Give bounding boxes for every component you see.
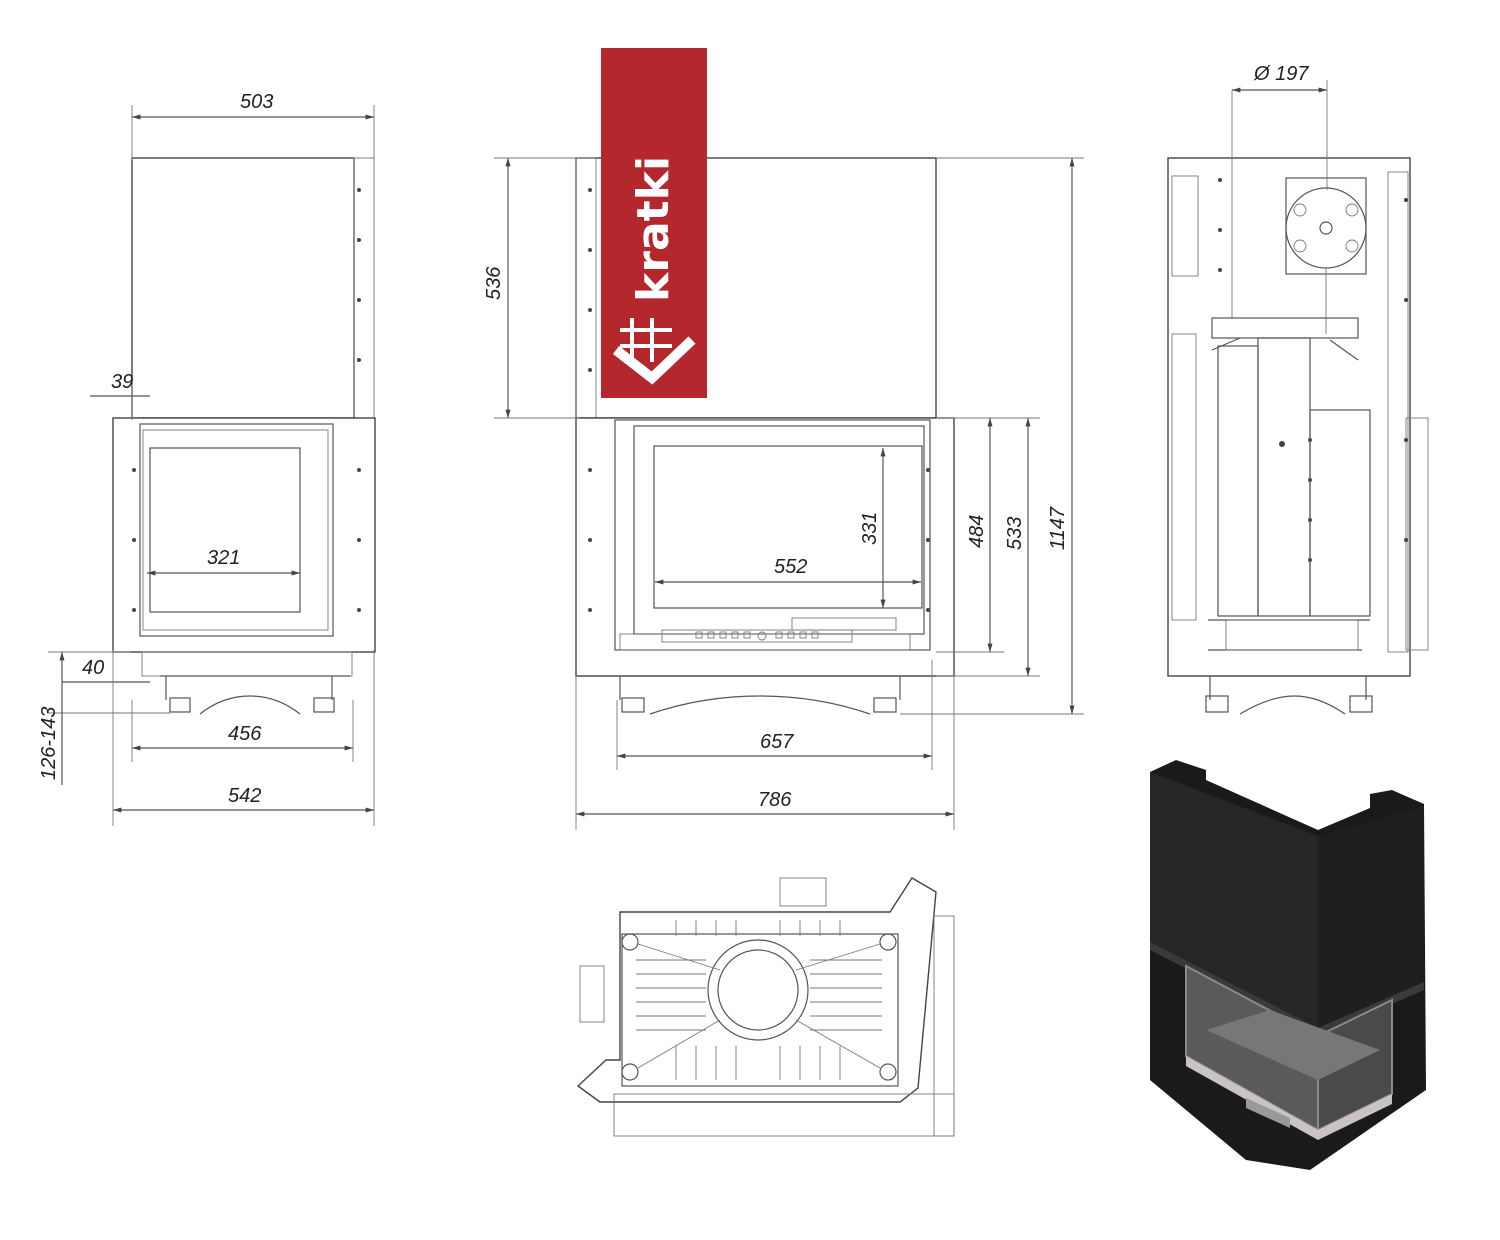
dim-total-height: 1147 — [1047, 506, 1069, 550]
dim-leg-offset: 40 — [82, 657, 104, 679]
side-view: kratki 536 331 552 484 533 1147 657 786 — [483, 48, 1084, 830]
dim-base-width: 456 — [228, 723, 262, 745]
front-view: 503 39 321 40 126-143 456 542 — [38, 91, 376, 826]
dim-flue-diameter: Ø 197 — [1253, 63, 1309, 85]
front-rivets — [132, 188, 361, 612]
dim-door-height: 484 — [966, 515, 988, 548]
brand-name: kratki — [628, 156, 679, 302]
top-view — [576, 877, 955, 1137]
side-rivets — [588, 188, 930, 612]
flue-outlet — [707, 939, 809, 1041]
rear-rivets — [1218, 178, 1408, 562]
dim-total-width: 786 — [758, 789, 792, 811]
stove-render — [1150, 760, 1426, 1170]
dim-frame-offset: 39 — [111, 371, 133, 393]
dim-glass-width: 321 — [207, 547, 240, 569]
vent-row — [695, 631, 819, 641]
dim-glass-height: 331 — [859, 512, 881, 545]
fins — [636, 920, 882, 1080]
dim-glass-width: 552 — [774, 556, 807, 578]
dim-leg-height: 126-143 — [38, 707, 60, 780]
dim-width-top: 503 — [240, 91, 273, 113]
kratki-logo: kratki — [601, 48, 707, 398]
dim-base-width: 657 — [760, 731, 794, 753]
dim-total-width: 542 — [228, 785, 261, 807]
rear-view: Ø 197 — [1167, 63, 1429, 715]
dim-opening-height: 533 — [1004, 517, 1026, 550]
dim-upper-height: 536 — [483, 266, 505, 300]
